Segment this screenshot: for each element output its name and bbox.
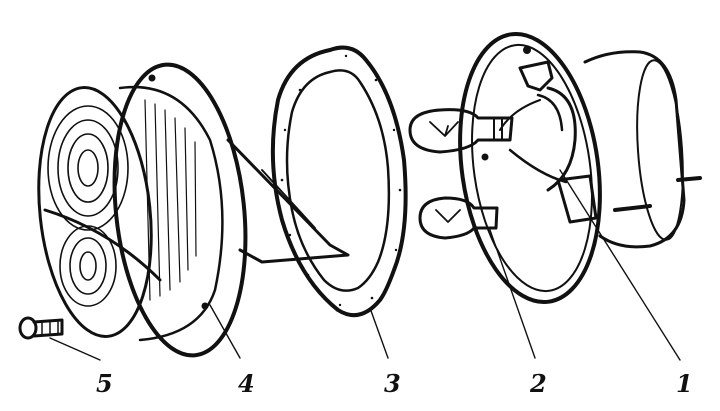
callout-4: 4 [238,369,255,398]
callout-2: 2 [529,369,547,398]
leader-line-5 [49,337,101,361]
leader-line-3 [369,307,389,359]
callout-1: 1 [676,369,693,398]
callout-3: 3 [384,369,401,398]
leader-line-4 [209,304,241,359]
bulb-upper-icon [408,108,514,154]
bulb-lower-icon [418,196,499,240]
gasket-icon [270,45,408,318]
screw-icon [18,316,64,340]
leader-lines [49,169,681,361]
leader-line-1 [559,169,681,361]
callout-5: 5 [96,369,113,398]
lamp-housing-icon [458,31,702,305]
lens-icon [37,62,350,358]
leader-line-2 [489,229,536,359]
